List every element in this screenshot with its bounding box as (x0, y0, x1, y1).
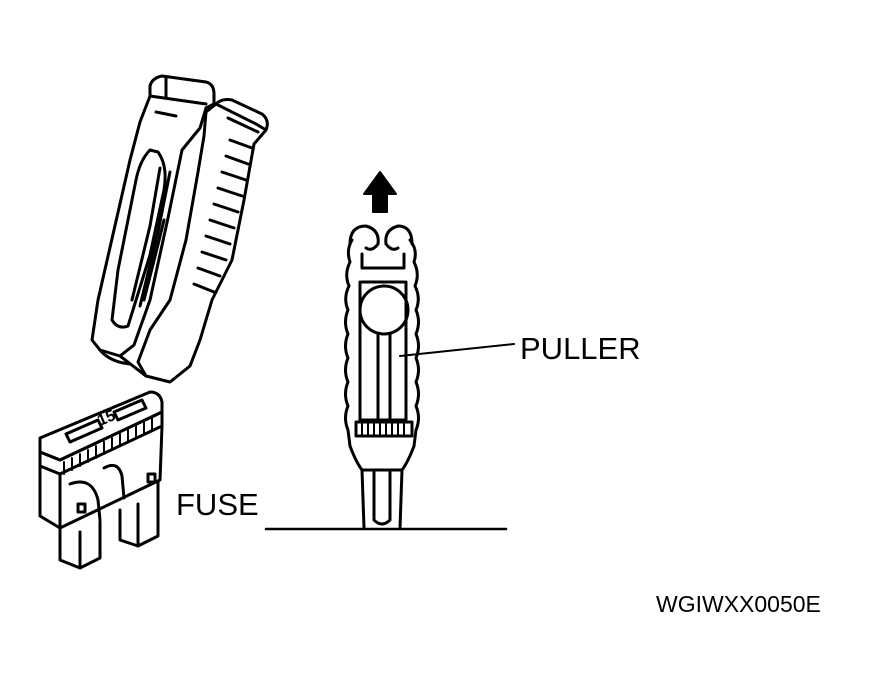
figure-code: WGIWXX0050E (656, 591, 821, 617)
tilted-puller (90, 74, 269, 384)
puller-label: PULLER (520, 331, 641, 366)
up-arrow-icon (363, 171, 397, 213)
fuse-rating-marking: 15 (95, 407, 118, 429)
puller-front-view (344, 224, 420, 530)
fuse-label: FUSE (176, 487, 259, 522)
blade-fuse: 15 (38, 390, 164, 570)
puller-leader-line (399, 343, 515, 357)
